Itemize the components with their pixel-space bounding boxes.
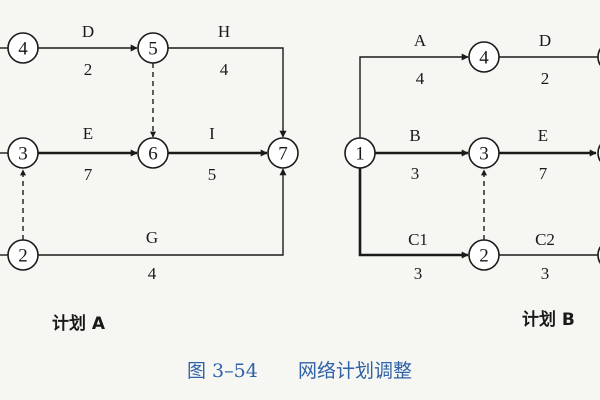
activity-b-duration: 3 xyxy=(411,164,420,183)
plan-a-node-3: 3 xyxy=(7,137,39,169)
activity-e-duration: 7 xyxy=(84,165,93,184)
activity-g-name: G xyxy=(146,228,158,247)
activity-c2-name: C2 xyxy=(535,230,555,249)
activity-a-duration: 4 xyxy=(416,69,425,88)
svg-text:2: 2 xyxy=(479,246,489,267)
plan-a: D 2 H 4 E 7 I 5 G 4 4 5 3 xyxy=(0,22,299,334)
svg-text:4: 4 xyxy=(479,48,489,69)
plan-b-node-4: 4 xyxy=(468,41,500,73)
plan-b-title: 计划 B xyxy=(522,309,575,330)
activity-h-duration: 4 xyxy=(220,60,229,79)
svg-text:3: 3 xyxy=(479,144,489,165)
activity-e-b-duration: 7 xyxy=(539,164,548,183)
activity-g-arrow xyxy=(38,168,287,256)
plan-a-node-2: 2 xyxy=(7,239,39,271)
svg-text:3: 3 xyxy=(18,144,28,165)
svg-text:6: 6 xyxy=(148,144,158,165)
activity-c2-duration: 3 xyxy=(541,264,550,283)
svg-text:2: 2 xyxy=(18,246,28,267)
plan-b: A 4 D 2 B 3 E 7 C1 3 C2 3 1 xyxy=(344,31,600,330)
activity-d-name: D xyxy=(82,22,94,41)
plan-b-node-2: 2 xyxy=(468,239,500,271)
activity-c1-arrow xyxy=(358,168,469,259)
svg-text:7: 7 xyxy=(278,144,288,165)
svg-text:1: 1 xyxy=(355,144,365,165)
activity-g-duration: 4 xyxy=(148,264,157,283)
plan-a-title: 计划 A xyxy=(52,313,106,334)
caption-number: 图 3–54 xyxy=(187,360,258,382)
activity-h-arrow xyxy=(168,47,287,138)
activity-d-b-name: D xyxy=(539,31,551,50)
activity-e-b-name: E xyxy=(538,126,548,145)
activity-a-arrow xyxy=(359,53,469,138)
activity-e-name: E xyxy=(83,124,93,143)
activity-a-name: A xyxy=(414,31,427,50)
activity-d-duration: 2 xyxy=(84,60,93,79)
activity-c1-name: C1 xyxy=(408,230,428,249)
activity-i-name: I xyxy=(209,124,215,143)
activity-c1-duration: 3 xyxy=(414,264,423,283)
svg-text:4: 4 xyxy=(18,39,28,60)
caption-text: 网络计划调整 xyxy=(298,360,412,382)
plan-b-node-3: 3 xyxy=(468,137,500,169)
plan-a-node-4: 4 xyxy=(7,32,39,64)
figure-caption: 图 3–54 网络计划调整 xyxy=(187,360,412,382)
activity-h-name: H xyxy=(218,22,230,41)
activity-d-b-duration: 2 xyxy=(541,69,550,88)
plan-a-node-5: 5 xyxy=(137,32,169,64)
plan-a-node-6: 6 xyxy=(137,137,169,169)
svg-text:5: 5 xyxy=(148,39,158,60)
activity-i-duration: 5 xyxy=(208,165,217,184)
activity-b-name: B xyxy=(409,126,420,145)
plan-a-node-7: 7 xyxy=(267,137,299,169)
plan-b-node-1: 1 xyxy=(344,137,376,169)
